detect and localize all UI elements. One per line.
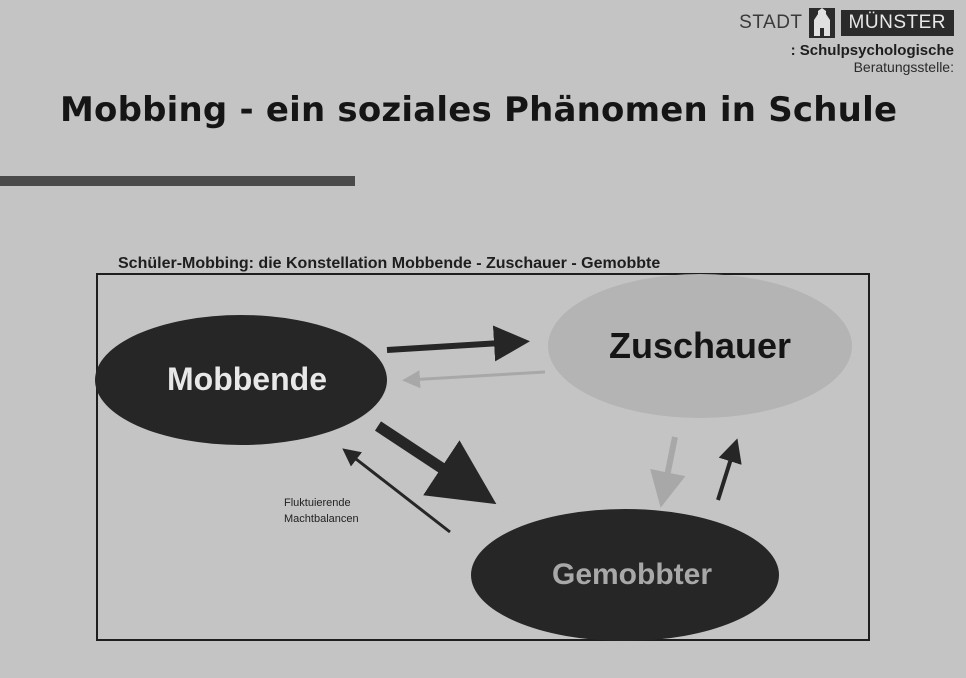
zuschauer-label: Zuschauer [609,325,791,366]
city-logo: STADT MÜNSTER : Schulpsychologische Bera… [739,8,954,75]
power-balance-note-line2: Machtbalancen [284,513,359,525]
title-underline [0,176,355,186]
power-balance-note-line1: Fluktuierende [284,497,351,509]
logo-department-line1: : Schulpsychologische [790,42,954,59]
mobbende-node [95,315,387,445]
logo-stadt-text: STADT [739,12,803,33]
logo-department-line2: Beratungsstelle: [853,59,954,75]
logo-city-text: MÜNSTER [840,10,954,36]
arrow-mobbende-to-zuschauer [386,325,530,362]
arrow-gemobbter-to-zuschauer [716,438,742,501]
page-title: Mobbing - ein soziales Phänomen in Schul… [60,90,898,130]
zuschauer-node [548,274,852,418]
gemobbter-node [471,509,779,641]
arrow-zuschauer-to-mobbende [402,370,546,389]
diagram-frame [96,273,870,641]
arrow-zuschauer-to-gemobbter [650,436,686,508]
arrow-mobbende-to-gemobbter [374,421,497,505]
diagram-caption: Schüler-Mobbing: die Konstellation Mobbe… [118,255,661,272]
mobbende-label: Mobbende [167,361,327,397]
gemobbter-label: Gemobbter [552,558,712,591]
cathedral-icon [808,8,835,38]
arrow-gemobbter-to-mobbende [342,448,451,534]
